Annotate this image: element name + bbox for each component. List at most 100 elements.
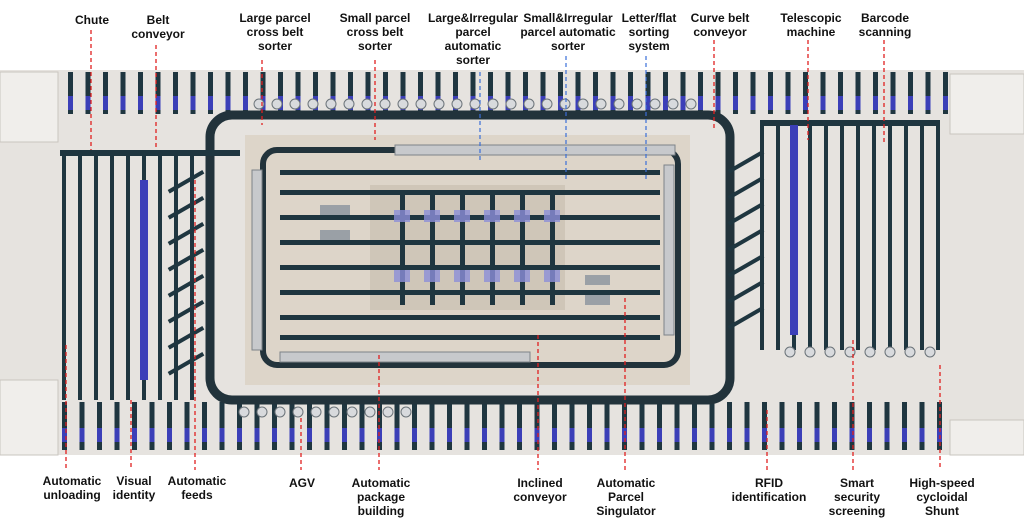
top-dock-lane-accent: [138, 96, 143, 110]
top-dock-lane: [400, 72, 406, 114]
label-inclined: Inclined conveyor: [513, 476, 567, 504]
right-spur: [727, 279, 765, 304]
left-feed-band: [140, 180, 148, 380]
bottom-dock-lane-accent: [167, 428, 172, 442]
bottom-chute-wheel: [310, 406, 322, 418]
bottom-chute-wheel: [292, 406, 304, 418]
top-chute-wheel: [649, 98, 661, 110]
right-spur: [727, 228, 765, 252]
top-dock-lane: [768, 72, 773, 114]
top-chute-wheel: [631, 98, 643, 110]
grid-scanner: [454, 270, 470, 282]
grid-scanner: [424, 270, 440, 282]
top-chute-wheel: [685, 98, 697, 110]
bottom-dock-lane: [307, 402, 312, 450]
top-dock-lane-accent: [803, 96, 808, 110]
inline-device: [320, 230, 350, 240]
top-chute-wheel: [523, 98, 535, 110]
top-dock-lane-accent: [190, 96, 196, 110]
bottom-dock-lane-accent: [797, 428, 802, 442]
top-dock-lane-accent: [873, 96, 878, 110]
grid-scanner: [514, 210, 530, 222]
top-dock-lane: [103, 72, 108, 114]
top-dock-lane: [680, 72, 686, 114]
right-cross-belt: [760, 120, 940, 126]
bottom-dock-lane-accent: [324, 428, 330, 442]
grid-h-belt: [280, 315, 660, 320]
top-chute-wheel: [595, 98, 607, 110]
main-sorter-loop: [205, 110, 735, 405]
bottom-dock-lane: [114, 402, 120, 450]
right-belt-line: [776, 120, 780, 350]
bottom-dock-lane-accent: [482, 428, 487, 442]
top-dock-lane: [558, 72, 563, 114]
right-spur: [727, 254, 765, 278]
bottom-dock-lane: [762, 402, 767, 450]
right-belt-line: [904, 120, 908, 350]
bottom-dock-lane: [62, 402, 67, 450]
bottom-dock-lane: [534, 402, 540, 450]
inner-conveyor-grid: [280, 170, 660, 340]
grid-v-belt: [400, 190, 405, 305]
bottom-dock-lane: [447, 402, 452, 450]
top-dock-lane: [138, 72, 143, 114]
top-dock-lane: [698, 72, 703, 114]
bottom-dock-lane: [937, 402, 942, 450]
bottom-dock-lane: [604, 402, 610, 450]
bottom-dock-lane-accent: [587, 428, 592, 442]
top-dock-lane: [330, 72, 336, 114]
top-dock-lane: [523, 72, 528, 114]
bottom-dock-lane-accent: [604, 428, 610, 442]
bottom-dock-lane: [219, 402, 225, 450]
label-visual-identity: Visual identity: [112, 474, 156, 502]
bottom-dock-lane-accent: [254, 428, 260, 442]
top-chute-wheel: [433, 98, 445, 110]
lower-cross-belt-band: [279, 351, 531, 363]
left-feed-spur: [167, 222, 205, 246]
bottom-dock-lane-accent: [429, 428, 435, 442]
bottom-dock-lanes: [62, 402, 942, 450]
label-small-irregular: Small&Irregular parcel automatic sorter: [520, 11, 616, 53]
top-chute-wheel: [469, 98, 481, 110]
top-dock-lane: [278, 72, 283, 114]
top-dock-lane: [260, 72, 266, 114]
top-chute-wheel: [577, 98, 589, 110]
top-dock-lane: [785, 72, 791, 114]
top-dock-lane: [190, 72, 196, 114]
left-feed-spur: [167, 170, 205, 194]
right-spur: [727, 150, 765, 174]
top-dock-lane: [575, 72, 581, 114]
right-office-block: [949, 73, 1024, 135]
bottom-dock-lane-accent: [149, 428, 155, 442]
label-auto-package: Automatic package building: [351, 476, 411, 518]
bottom-dock-lane: [779, 402, 785, 450]
right-loading-area: [727, 120, 940, 358]
top-chute-wheel: [667, 98, 679, 110]
bottom-dock-lane-accent: [62, 428, 67, 442]
top-dock-lane-accent: [733, 96, 738, 110]
left-belt-line: [94, 150, 98, 400]
top-dock-lane-accent: [155, 96, 161, 110]
bottom-dock-lane: [412, 402, 417, 450]
top-dock-lane-accent: [120, 96, 126, 110]
right-spur: [727, 305, 765, 330]
bottom-dock-lane: [832, 402, 837, 450]
bottom-dock-lane-accent: [639, 428, 645, 442]
top-chute-wheel: [253, 98, 265, 110]
top-dock-lane-accent: [715, 96, 721, 110]
top-dock-lane: [365, 72, 371, 114]
top-dock-lane: [243, 72, 248, 114]
bottom-dock-lane-accent: [814, 428, 820, 442]
bottom-dock-lane-accent: [762, 428, 767, 442]
grid-scanner: [544, 270, 560, 282]
bottom-dock-lane: [517, 402, 522, 450]
inline-device: [320, 205, 350, 215]
left-office-block: [0, 71, 59, 143]
grid-h-belt: [280, 190, 660, 195]
bottom-dock-lane: [289, 402, 295, 450]
left-cross-belt-band: [251, 169, 263, 351]
bottom-dock-lane-accent: [517, 428, 522, 442]
bottom-chute-wheel: [328, 406, 340, 418]
bottom-dock-lane: [692, 402, 697, 450]
